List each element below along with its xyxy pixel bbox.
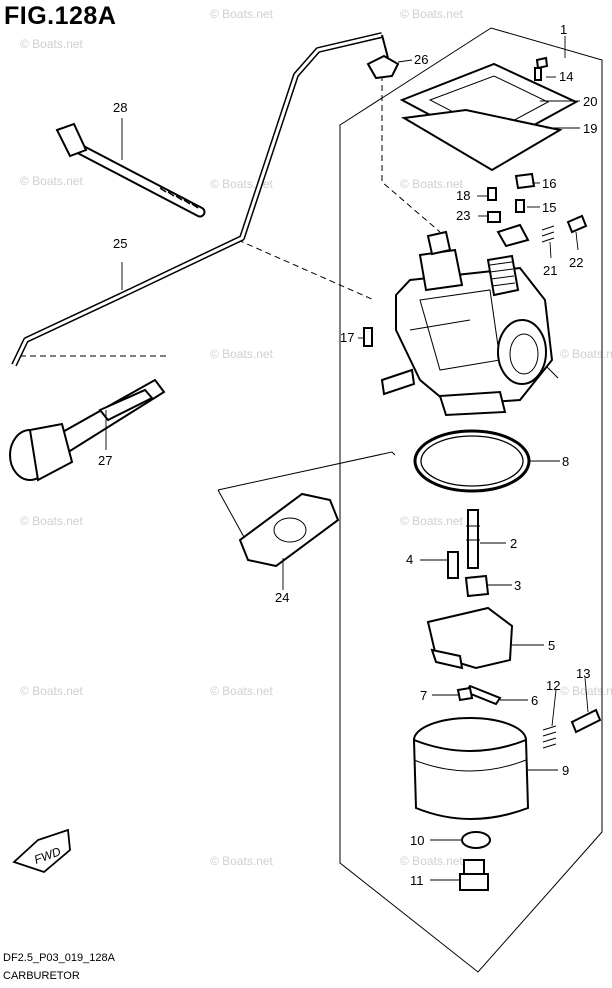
watermark: © Boats.net: [400, 7, 464, 21]
screw-18-part: [487, 187, 497, 201]
figure-title: FIG.128A: [4, 2, 117, 30]
o-ring-part: [413, 429, 531, 493]
dash-line: [381, 75, 441, 233]
cap-16-part: [514, 172, 536, 190]
callout-13: 13: [576, 666, 590, 681]
callout-11: 11: [410, 873, 424, 888]
needle-jet-part: [466, 509, 480, 569]
callout-9: 9: [562, 763, 569, 778]
callout-16: 16: [542, 176, 556, 191]
callout-23: 23: [456, 208, 470, 223]
choke-rod-part: [11, 32, 389, 367]
small-parts: [363, 56, 588, 347]
callout-28: 28: [113, 100, 127, 115]
fwd-arrow-icon: FWD: [12, 828, 71, 874]
callout-24: 24: [275, 590, 289, 605]
needle-valve-part: [456, 686, 474, 702]
leader-lines: [105, 36, 589, 881]
dash-line: [237, 239, 375, 301]
screw-23-part: [487, 211, 501, 223]
callout-labels: 1 26 14 20 19 16 18 15 23 21 22 17 8 2 4…: [98, 22, 597, 888]
callout-15: 15: [542, 200, 556, 215]
long-bolt-part: [55, 122, 206, 218]
gasket-plates-part: [399, 62, 579, 172]
callout-21: 21: [543, 263, 557, 278]
spring-21-part: [541, 225, 555, 243]
screw-14-shank: [534, 67, 542, 81]
callout-6: 6: [531, 693, 538, 708]
callout-20: 20: [583, 94, 597, 109]
callout-26: 26: [414, 52, 428, 67]
callout-7: 7: [420, 688, 427, 703]
watermark: © Boats.net: [20, 684, 84, 698]
callout-12: 12: [546, 678, 560, 693]
watermark: © Boats.net: [210, 7, 274, 21]
callout-22: 22: [569, 255, 583, 270]
watermark: © Boats.net: [210, 347, 274, 361]
callout-5: 5: [548, 638, 555, 653]
jet-17-part: [363, 327, 373, 347]
callout-1: 1: [560, 22, 567, 37]
reference-line: [217, 451, 396, 491]
assembly-frame: [339, 27, 603, 973]
callout-14: 14: [559, 69, 573, 84]
insulator-gasket-part: [238, 492, 340, 568]
callout-17: 17: [340, 330, 354, 345]
watermark: © Boats.net: [20, 514, 84, 528]
watermark: © Boats.net: [210, 684, 274, 698]
choke-knob-part: [9, 378, 166, 482]
screw-22-part: [566, 214, 588, 234]
pin-15-part: [515, 199, 525, 213]
spring-12-part: [542, 725, 557, 749]
drain-bolt-part: [459, 859, 489, 891]
float-part: [426, 606, 514, 670]
pilot-jet-part: [464, 574, 490, 598]
figure-code: DF2.5_P03_019_128A: [3, 952, 115, 964]
watermark: © Boats.net: [20, 174, 84, 188]
callout-4: 4: [406, 552, 413, 567]
callout-8: 8: [562, 454, 569, 469]
float-bowl-part: [412, 717, 530, 820]
watermark: © Boats.net: [210, 854, 274, 868]
watermark: © Boats.net: [400, 514, 464, 528]
callout-10: 10: [410, 833, 424, 848]
figure-name: CARBURETOR: [3, 970, 80, 982]
callout-2: 2: [510, 536, 517, 551]
callout-27: 27: [98, 453, 112, 468]
callout-25: 25: [113, 236, 127, 251]
screw-14-part: [535, 56, 549, 70]
carburetor-body-part: [380, 223, 554, 417]
watermark: © Boats.net: [20, 37, 84, 51]
watermark: © Boats.net: [400, 854, 464, 868]
watermark: © Boats.net: [560, 347, 612, 361]
callout-3: 3: [514, 578, 521, 593]
main-jet-part: [447, 551, 459, 579]
adjust-screw-13-part: [570, 708, 602, 734]
clip-part: [366, 54, 400, 80]
callout-18: 18: [456, 188, 470, 203]
watermark: © Boats.net: [400, 177, 464, 191]
callout-19: 19: [583, 121, 597, 136]
washer-part: [461, 831, 491, 849]
